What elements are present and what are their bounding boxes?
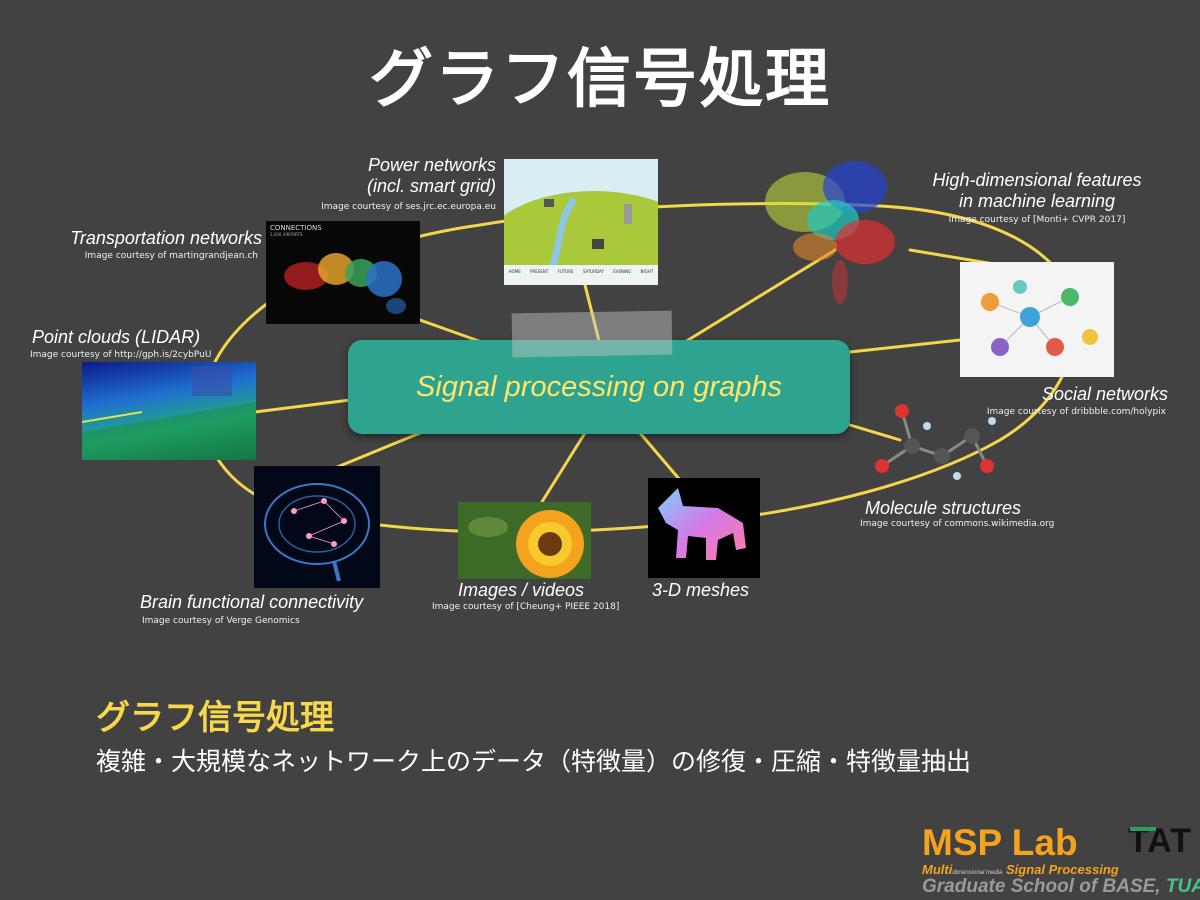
edge-highdim bbox=[678, 248, 837, 347]
edge-molecule bbox=[848, 423, 902, 442]
edge-pointcloud bbox=[253, 398, 352, 414]
edge-meshes bbox=[638, 431, 682, 482]
power-networks-label: Power networks (incl. smart grid) bbox=[366, 155, 496, 196]
center-topic-box: Signal processing on graphs bbox=[348, 340, 850, 434]
transport-credit: Image courtesy of martingrandjean.ch bbox=[84, 251, 258, 261]
social-credit: Image courtesy of dribbble.com/holypix bbox=[986, 407, 1166, 417]
molecule-credit: Image courtesy of commons.wikimedia.org bbox=[860, 519, 1055, 529]
transport-image: CONNECTIONS 3,200 AIRPORTS bbox=[266, 221, 420, 324]
edge-power bbox=[583, 283, 602, 347]
molecule-label: Molecule structures bbox=[865, 498, 1022, 518]
highdim-scatter-image bbox=[745, 142, 927, 312]
transport-label: Transportation networks bbox=[70, 228, 262, 248]
meshes-label: 3-D meshes bbox=[652, 580, 750, 600]
school-name: Graduate School of BASE, TUAT bbox=[922, 876, 1200, 897]
molecule-image bbox=[875, 404, 996, 480]
center-topic-text: Signal processing on graphs bbox=[416, 370, 782, 403]
brain-label: Brain functional connectivity bbox=[140, 592, 364, 612]
section-heading: グラフ信号処理 bbox=[96, 698, 334, 738]
rhino-mesh-image bbox=[648, 478, 760, 578]
tat-logo-bar bbox=[1130, 827, 1156, 831]
images-credit: Image courtesy of [Cheung+ PIEEE 2018] bbox=[432, 602, 620, 612]
flower-image bbox=[458, 502, 591, 579]
pointcloud-image bbox=[82, 362, 256, 460]
social-label: Social networks bbox=[1041, 384, 1168, 404]
tape-decoration bbox=[511, 310, 673, 358]
power-networks-credit: Image courtesy of ses.jrc.ec.europa.eu bbox=[321, 202, 496, 212]
page-title: グラフ信号処理 bbox=[369, 43, 831, 117]
msp-lab-logo: MSP Lab bbox=[922, 822, 1078, 863]
section-description: 複雑・大規模なネットワーク上のデータ（特徴量）の修復・圧縮・特徴量抽出 bbox=[96, 747, 972, 776]
brain-credit: Image courtesy of Verge Genomics bbox=[142, 616, 300, 626]
pointcloud-credit: Image courtesy of http://gph.is/2cybPuU bbox=[30, 350, 212, 360]
images-label: Images / videos bbox=[458, 580, 585, 600]
pointcloud-label: Point clouds (LIDAR) bbox=[32, 327, 201, 347]
msp-lab-subtitle: Multidimensional media Signal Processing bbox=[922, 862, 1119, 877]
highdim-credit: Image courtesy of [Monti+ CVPR 2017] bbox=[948, 215, 1126, 225]
edge-brain bbox=[328, 431, 422, 472]
edge-social bbox=[848, 338, 962, 354]
edge-images bbox=[538, 431, 587, 507]
highdim-label: High-dimensional features in machine lea… bbox=[932, 170, 1142, 211]
brain-image bbox=[254, 466, 380, 588]
social-network-image bbox=[960, 262, 1114, 377]
